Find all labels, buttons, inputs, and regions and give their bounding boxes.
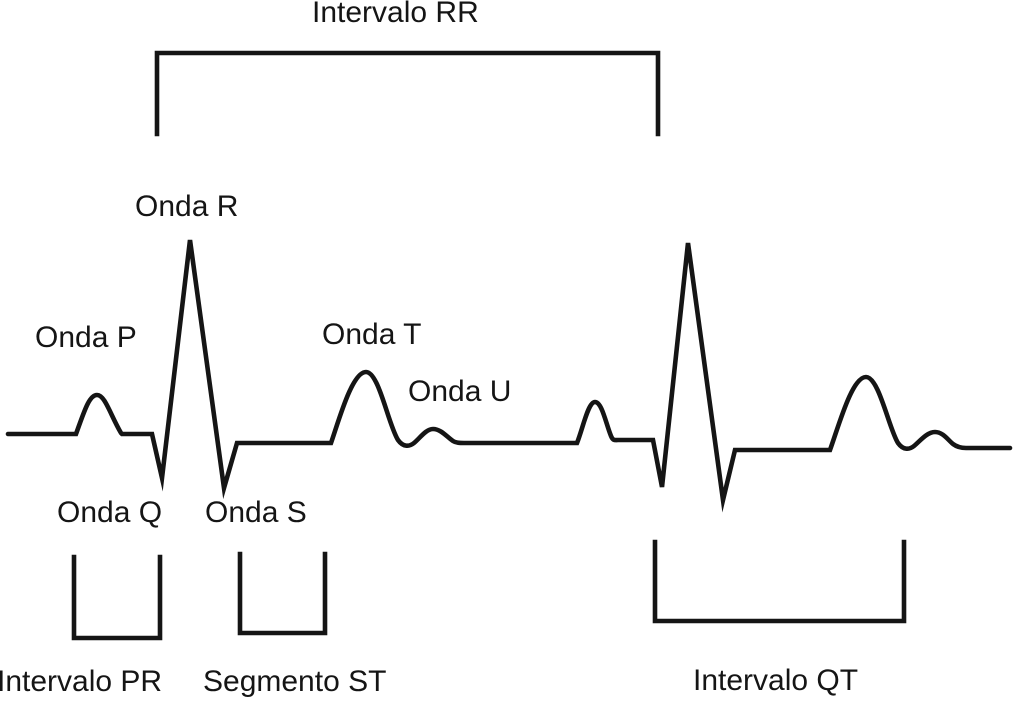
label-onda-q: Onda Q — [57, 496, 163, 529]
pr-interval-bracket — [71, 554, 163, 641]
st-segment-bracket — [237, 551, 328, 636]
qt-interval-bracket — [652, 539, 907, 624]
label-intervalo-rr: Intervalo RR — [312, 0, 479, 29]
label-onda-r: Onda R — [135, 190, 239, 223]
label-onda-u: Onda U — [408, 375, 512, 408]
label-intervalo-pr: Intervalo PR — [0, 665, 163, 698]
ecg-trace — [5, 239, 1013, 513]
label-onda-t: Onda T — [322, 318, 422, 351]
rr-interval-bracket — [154, 50, 661, 137]
label-onda-s: Onda S — [205, 496, 307, 529]
label-onda-p: Onda P — [35, 321, 137, 354]
label-segmento-st: Segmento ST — [203, 665, 387, 698]
label-intervalo-qt: Intervalo QT — [693, 664, 859, 697]
